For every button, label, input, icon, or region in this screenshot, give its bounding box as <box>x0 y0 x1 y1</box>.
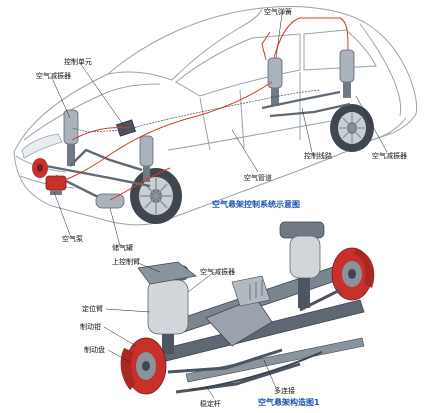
rear-bumper <box>371 117 407 141</box>
air-lines <box>55 17 349 201</box>
label-control-unit: 控制单元 <box>64 58 92 66</box>
rear-subframe <box>261 90 351 118</box>
leader-lines-figure2 <box>103 262 277 399</box>
leader-lines-figure1 <box>51 13 388 247</box>
front-wheel <box>130 168 182 224</box>
headlight <box>21 133 63 159</box>
label-air-damper: 空气减振器 <box>200 268 235 276</box>
label-stabilizer: 稳定杆 <box>200 400 221 408</box>
control-wiring <box>71 89 321 133</box>
right-brake-disc <box>331 247 375 301</box>
label-brake-disc: 制动盘 <box>84 346 105 354</box>
front-brakes <box>32 158 48 178</box>
air-pump <box>45 175 67 195</box>
rear-air-strut <box>267 49 355 106</box>
label-control-line: 控制线路 <box>304 152 332 160</box>
center-housing <box>205 275 273 347</box>
air-reservoir <box>95 193 125 209</box>
car-body <box>13 6 418 226</box>
label-air-damper-front: 空气减振器 <box>36 72 71 80</box>
upper-control-arm <box>137 261 197 285</box>
stabilizer-bar <box>189 351 323 391</box>
label-upper-control-arm: 上控制臂 <box>112 258 140 266</box>
right-air-strut <box>279 221 325 308</box>
rear-wheel <box>330 104 374 152</box>
label-brake-caliper: 制动钳 <box>80 323 101 331</box>
label-air-pipe: 空气管道 <box>244 174 272 182</box>
label-air-damper-rear: 空气减振器 <box>372 152 407 160</box>
figure1-caption: 空气悬架控制系统示意图 <box>212 200 300 209</box>
left-brake-disc <box>120 337 167 395</box>
label-multi-link: 多连接 <box>274 387 295 395</box>
figure2-caption: 空气悬架构造图1 <box>258 398 320 407</box>
front-air-strut <box>63 109 154 182</box>
label-air-pump: 空气泵 <box>62 235 83 243</box>
label-locating-arm: 定位臂 <box>82 305 103 313</box>
label-air-spring: 空气弹簧 <box>264 8 292 16</box>
label-reservoir: 储气罐 <box>112 244 133 252</box>
